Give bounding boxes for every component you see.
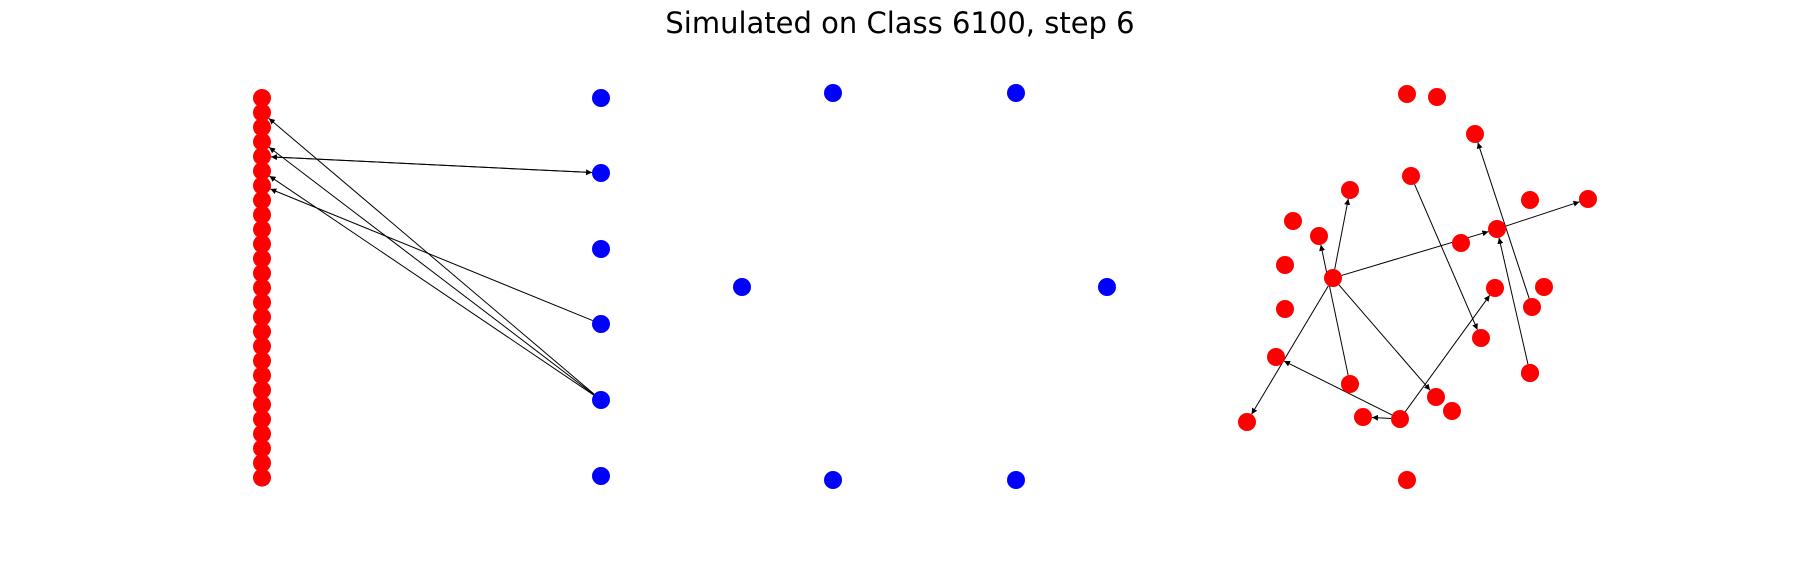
edge-3 (268, 118, 595, 395)
node-rc-1 (1428, 88, 1446, 106)
node-red-col-21 (253, 395, 271, 414)
node-red-col-13 (253, 278, 271, 297)
node-rc-15 (1472, 329, 1490, 347)
node-red-col-20 (253, 381, 271, 399)
node-red-col-25 (253, 454, 271, 472)
edge-13 (1404, 294, 1491, 413)
node-red-col-6 (253, 176, 271, 195)
edge-11 (1371, 414, 1392, 421)
edge-14 (1414, 184, 1478, 330)
edge-16 (1497, 237, 1529, 365)
node-blue-2 (592, 240, 610, 258)
node-rc-8 (1276, 256, 1294, 274)
node-red-col-26 (253, 468, 271, 487)
node-red-col-3 (253, 132, 271, 151)
node-blue-7 (1007, 84, 1025, 102)
node-rc-6 (1284, 212, 1302, 230)
node-red-col-17 (253, 337, 271, 356)
chart-title: Simulated on Class 6100, step 6 (665, 6, 1135, 40)
node-red-col-15 (253, 308, 271, 326)
node-blue-0 (592, 89, 610, 107)
node-rc-14 (1276, 300, 1294, 318)
node-red-col-14 (253, 293, 271, 312)
node-red-col-19 (253, 366, 271, 385)
node-rc-22 (1398, 471, 1416, 489)
node-red-col-12 (253, 264, 271, 283)
node-rc-4 (1354, 408, 1372, 426)
node-red-col-9 (253, 220, 271, 239)
edge-2 (270, 188, 593, 322)
node-rc-3 (1402, 167, 1420, 185)
node-rc-19 (1443, 402, 1461, 420)
node-layer (253, 84, 1597, 489)
node-red-col-16 (253, 322, 271, 341)
node-rc-7 (1341, 181, 1359, 199)
node-red-col-18 (253, 351, 271, 370)
node-blue-3 (592, 315, 610, 333)
node-red-col-11 (253, 249, 271, 268)
node-rc-right-mid (1486, 279, 1504, 297)
node-blue-8 (733, 278, 751, 296)
node-blue-1 (592, 164, 610, 182)
node-rc-10 (1452, 234, 1470, 252)
node-rc-5 (1521, 191, 1539, 209)
node-red-col-5 (253, 162, 271, 180)
node-red-col-0 (253, 89, 271, 107)
edge-1 (270, 156, 593, 176)
node-red-col-8 (253, 205, 271, 224)
node-rc-lower-mid (1391, 410, 1409, 428)
edge-8 (1251, 285, 1329, 415)
edge-10 (1319, 244, 1349, 376)
node-rc-bottom-left (1238, 413, 1256, 431)
node-rc-11 (1341, 375, 1359, 393)
node-red-col-22 (253, 410, 271, 429)
node-rc-0 (1398, 85, 1416, 103)
edge-12 (1283, 360, 1393, 416)
edge-5 (269, 175, 594, 396)
node-rc-23 (1521, 364, 1539, 382)
node-blue-4 (592, 391, 610, 409)
node-blue-10 (824, 471, 842, 489)
edge-17 (1476, 142, 1530, 299)
node-red-col-1 (253, 103, 271, 122)
edge-layer (268, 118, 1580, 421)
node-red-col-4 (253, 147, 271, 166)
node-red-col-7 (253, 191, 271, 210)
node-red-col-10 (253, 235, 271, 253)
edge-15 (1505, 200, 1580, 227)
edge-6 (1334, 198, 1351, 270)
node-rc-13 (1427, 388, 1445, 406)
node-rc-left (1267, 348, 1285, 366)
edge-4 (268, 146, 595, 395)
node-blue-11 (1007, 471, 1025, 489)
node-rc-top-right (1466, 125, 1484, 143)
node-blue-9 (1098, 278, 1116, 296)
edge-9 (1338, 284, 1431, 391)
node-red-col-23 (253, 424, 271, 443)
node-rc-far-right (1579, 190, 1597, 208)
node-rc-center (1324, 269, 1342, 287)
node-rc-16 (1535, 278, 1553, 296)
node-rc-9 (1310, 227, 1328, 245)
node-blue-5 (592, 467, 610, 485)
node-rc-upper-mid (1488, 220, 1506, 238)
node-blue-6 (824, 84, 842, 102)
node-rc-bottom-right (1523, 298, 1541, 316)
node-red-col-2 (253, 118, 271, 137)
node-red-col-24 (253, 439, 271, 458)
